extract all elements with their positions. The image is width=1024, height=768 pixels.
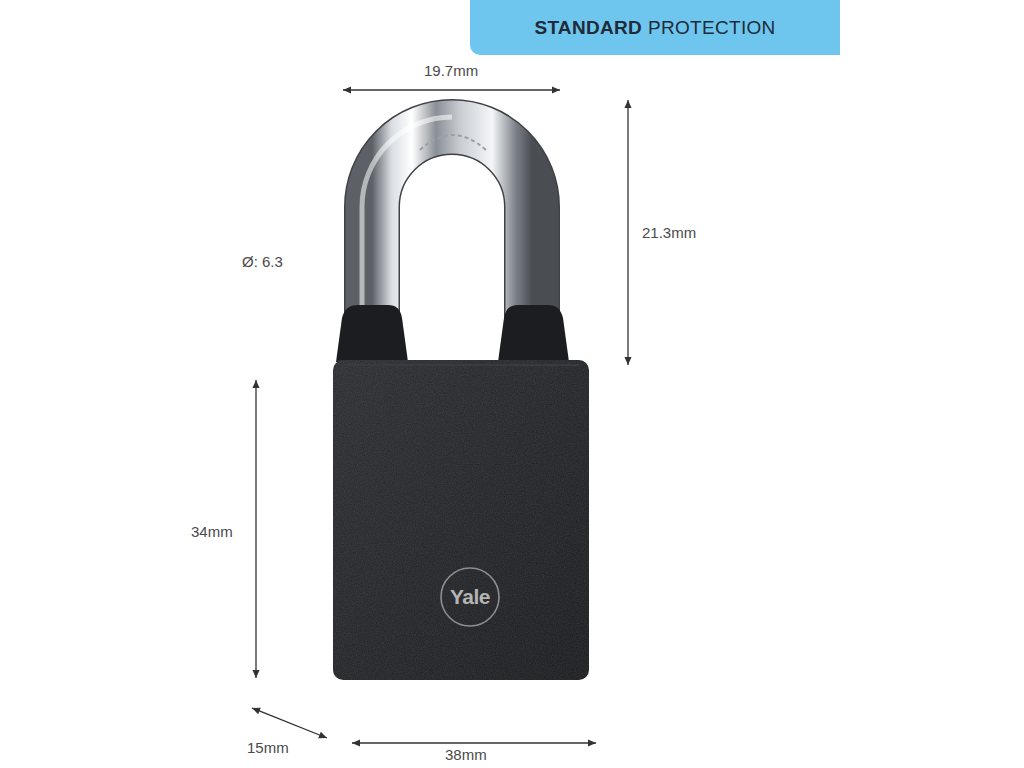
dimension-arrow: [252, 708, 327, 738]
logo-ring: [441, 568, 499, 626]
dimension-label: 15mm: [247, 739, 289, 757]
banner-text: STANDARD: [534, 17, 642, 39]
dimension-label: 19.7mm: [424, 62, 478, 80]
banner-text: PROTECTION: [648, 17, 776, 39]
dimension-label: 21.3mm: [642, 224, 696, 242]
brand-logo: Yale: [450, 584, 490, 609]
shackle-engraving: [420, 135, 486, 150]
shackle-collar: [498, 305, 569, 362]
dimension-label: 34mm: [191, 523, 233, 541]
lock-body-bevel: [343, 364, 579, 366]
dimension-label: Ø: 6.3: [242, 253, 283, 271]
dimension-arrow: [255, 380, 256, 678]
lock-body: [333, 360, 589, 680]
dimension-label: 38mm: [445, 746, 487, 764]
dimension-arrow: [627, 100, 628, 365]
dimension-arrow: [352, 742, 596, 743]
banner-band: STANDARD PROTECTION: [470, 0, 840, 55]
dimension-arrow: [343, 89, 560, 90]
shackle-collar: [336, 305, 408, 362]
lock-body-texture: [333, 360, 589, 680]
